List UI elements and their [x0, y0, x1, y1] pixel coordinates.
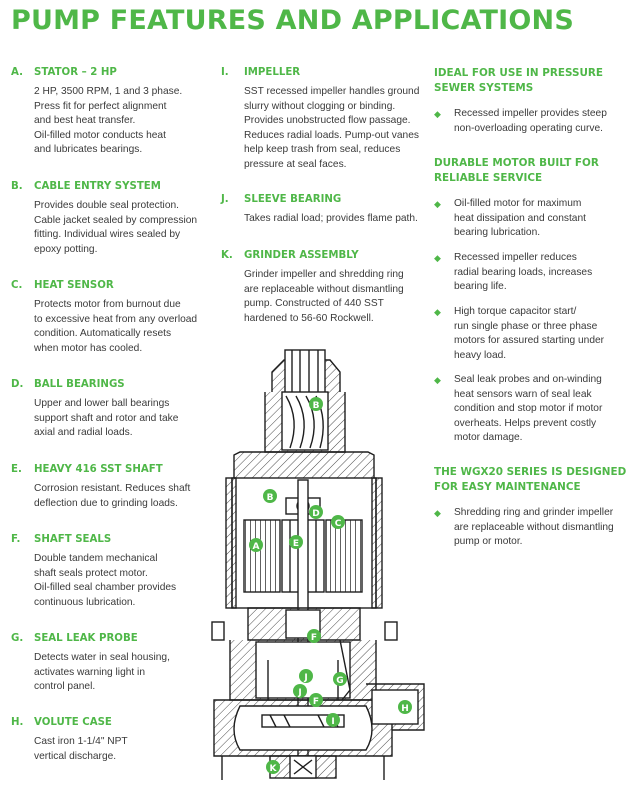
feature-cable-entry: B. CABLE ENTRY SYSTEM Provides double sea… — [11, 181, 197, 257]
diamond-bullet-icon: ◆ — [434, 199, 441, 209]
bullet-text: Recessed impeller reduces radial bearing… — [454, 252, 593, 293]
callout-b-top — [309, 397, 323, 411]
feature-letter: D. — [11, 379, 24, 390]
feature-stator: A. STATOR – 2 HP 2 HP, 3500 RPM, 1 and 3 … — [11, 67, 182, 158]
callout-label: D — [312, 509, 319, 519]
section-heading-easy-maintenance: THE WGX20 SERIES IS DESIGNED FOR EASY MA… — [434, 466, 627, 494]
bullet-item: ◆ Seal leak probes and on-winding heat s… — [434, 373, 602, 446]
bullet-text: Seal leak probes and on-winding heat sen… — [454, 374, 603, 444]
section-heading-durable-motor: DURABLE MOTOR BUILT FOR RELIABLE SERVICE — [434, 157, 599, 185]
feature-letter: F. — [11, 534, 21, 545]
feature-letter: A. — [11, 67, 23, 78]
bullet-text: Shredding ring and grinder impeller are … — [454, 507, 614, 548]
feature-grinder-assembly: K. GRINDER ASSEMBLY Grinder impeller and … — [221, 250, 404, 326]
feature-heading: BALL BEARINGS — [34, 379, 125, 390]
callout-label: K — [270, 764, 278, 774]
callout-j-top — [299, 669, 313, 683]
diamond-bullet-icon: ◆ — [434, 375, 441, 385]
callout-a — [249, 538, 263, 552]
feature-ball-bearings: D. BALL BEARINGS Upper and lower ball bea… — [11, 379, 178, 441]
feature-heading: VOLUTE CASE — [34, 717, 112, 728]
feature-letter: K. — [221, 250, 233, 261]
bullet-text: High torque capacitor start/ run single … — [454, 306, 605, 361]
feature-heat-sensor: C. HEAT SENSOR Protects motor from burnou… — [11, 280, 197, 356]
feature-text: Double tandem mechanical shaft seals pro… — [34, 553, 177, 608]
callout-i — [326, 713, 340, 727]
callout-j — [293, 684, 307, 698]
feature-text: Grinder impeller and shredding ring are … — [244, 269, 404, 324]
feature-letter: I. — [221, 67, 229, 78]
callout-label: F — [311, 633, 317, 643]
diagram-callouts: B B D C A E F J G J F H I K — [249, 397, 412, 774]
feature-letter: H. — [11, 717, 24, 728]
callout-label: H — [401, 704, 409, 714]
callout-label: I — [331, 717, 334, 727]
feature-shaft: E. HEAVY 416 SST SHAFT Corrosion resistan… — [11, 464, 190, 511]
feature-heading: CABLE ENTRY SYSTEM — [34, 181, 161, 192]
callout-c — [331, 515, 345, 529]
callout-f — [309, 693, 323, 707]
diamond-bullet-icon: ◆ — [434, 253, 441, 263]
bullet-item: ◆ High torque capacitor start/ run singl… — [434, 305, 604, 363]
section-heading-pressure-sewer: IDEAL FOR USE IN PRESSURE SEWER SYSTEMS — [434, 67, 603, 95]
feature-text: Takes radial load; provides flame path. — [244, 213, 418, 224]
bullet-item: ◆ Recessed impeller reduces radial beari… — [434, 251, 592, 295]
callout-k — [266, 760, 280, 774]
bullet-text: Oil-filled motor for maximum heat dissip… — [454, 198, 586, 239]
diamond-bullet-icon: ◆ — [434, 508, 441, 518]
callout-label: C — [335, 519, 342, 529]
feature-text: SST recessed impeller handles ground slu… — [244, 86, 420, 170]
bullet-item: ◆ Shredding ring and grinder impeller ar… — [434, 506, 614, 550]
feature-heading: IMPELLER — [244, 67, 301, 78]
feature-letter: C. — [11, 280, 23, 291]
feature-heading: SLEEVE BEARING — [244, 194, 342, 205]
callout-label: E — [293, 539, 299, 549]
feature-heading: STATOR – 2 HP — [34, 67, 117, 78]
callout-label: G — [336, 676, 343, 686]
callout-label: A — [253, 542, 260, 552]
feature-shaft-seals: F. SHAFT SEALS Double tandem mechanical s… — [11, 534, 176, 610]
feature-heading: HEAVY 416 SST SHAFT — [34, 464, 163, 475]
feature-text: Provides double seal protection. Cable j… — [34, 200, 198, 255]
diamond-bullet-icon: ◆ — [434, 307, 441, 317]
feature-letter: G. — [11, 633, 24, 644]
callout-label: J — [297, 688, 301, 698]
feature-text: Upper and lower ball bearings support sh… — [34, 398, 179, 439]
bullet-text: Recessed impeller provides steep non-ove… — [454, 108, 607, 134]
feature-heading: HEAT SENSOR — [34, 280, 114, 291]
feature-text: Corrosion resistant. Reduces shaft defle… — [34, 483, 191, 509]
feature-text: Protects motor from burnout due to exces… — [34, 299, 198, 354]
feature-text: Cast iron 1-1/4" NPT vertical discharge. — [34, 736, 128, 762]
bullet-item: ◆ Recessed impeller provides steep non-o… — [434, 107, 607, 136]
callout-d — [309, 505, 323, 519]
callout-label: J — [303, 673, 307, 683]
callout-b — [263, 489, 277, 503]
feature-letter: J. — [221, 194, 229, 205]
feature-heading: SHAFT SEALS — [34, 534, 112, 545]
feature-impeller: I. IMPELLER SST recessed impeller handles… — [221, 67, 419, 173]
pump-outline — [211, 349, 425, 780]
callout-label: F — [313, 697, 319, 707]
callout-h — [398, 700, 412, 714]
diamond-bullet-icon: ◆ — [434, 109, 441, 119]
feature-text: 2 HP, 3500 RPM, 1 and 3 phase. Press fit… — [34, 86, 183, 156]
callout-label: B — [313, 401, 320, 411]
feature-heading: GRINDER ASSEMBLY — [244, 250, 359, 261]
bullet-item: ◆ Oil-filled motor for maximum heat diss… — [434, 197, 586, 241]
feature-letter: E. — [11, 464, 22, 475]
feature-sleeve-bearing: J. SLEEVE BEARING Takes radial load; prov… — [221, 194, 418, 227]
feature-volute-case: H. VOLUTE CASE Cast iron 1-1/4" NPT verti… — [11, 717, 128, 764]
callout-e — [289, 535, 303, 549]
callout-label: B — [267, 493, 274, 503]
feature-heading: SEAL LEAK PROBE — [34, 633, 138, 644]
callout-f-top — [307, 629, 321, 643]
callout-g — [333, 672, 347, 686]
feature-seal-leak-probe: G. SEAL LEAK PROBE Detects water in seal … — [11, 633, 170, 695]
feature-letter: B. — [11, 181, 23, 192]
feature-text: Detects water in seal housing, activates… — [34, 652, 170, 693]
page-title: PUMP FEATURES AND APPLICATIONS — [11, 5, 574, 36]
